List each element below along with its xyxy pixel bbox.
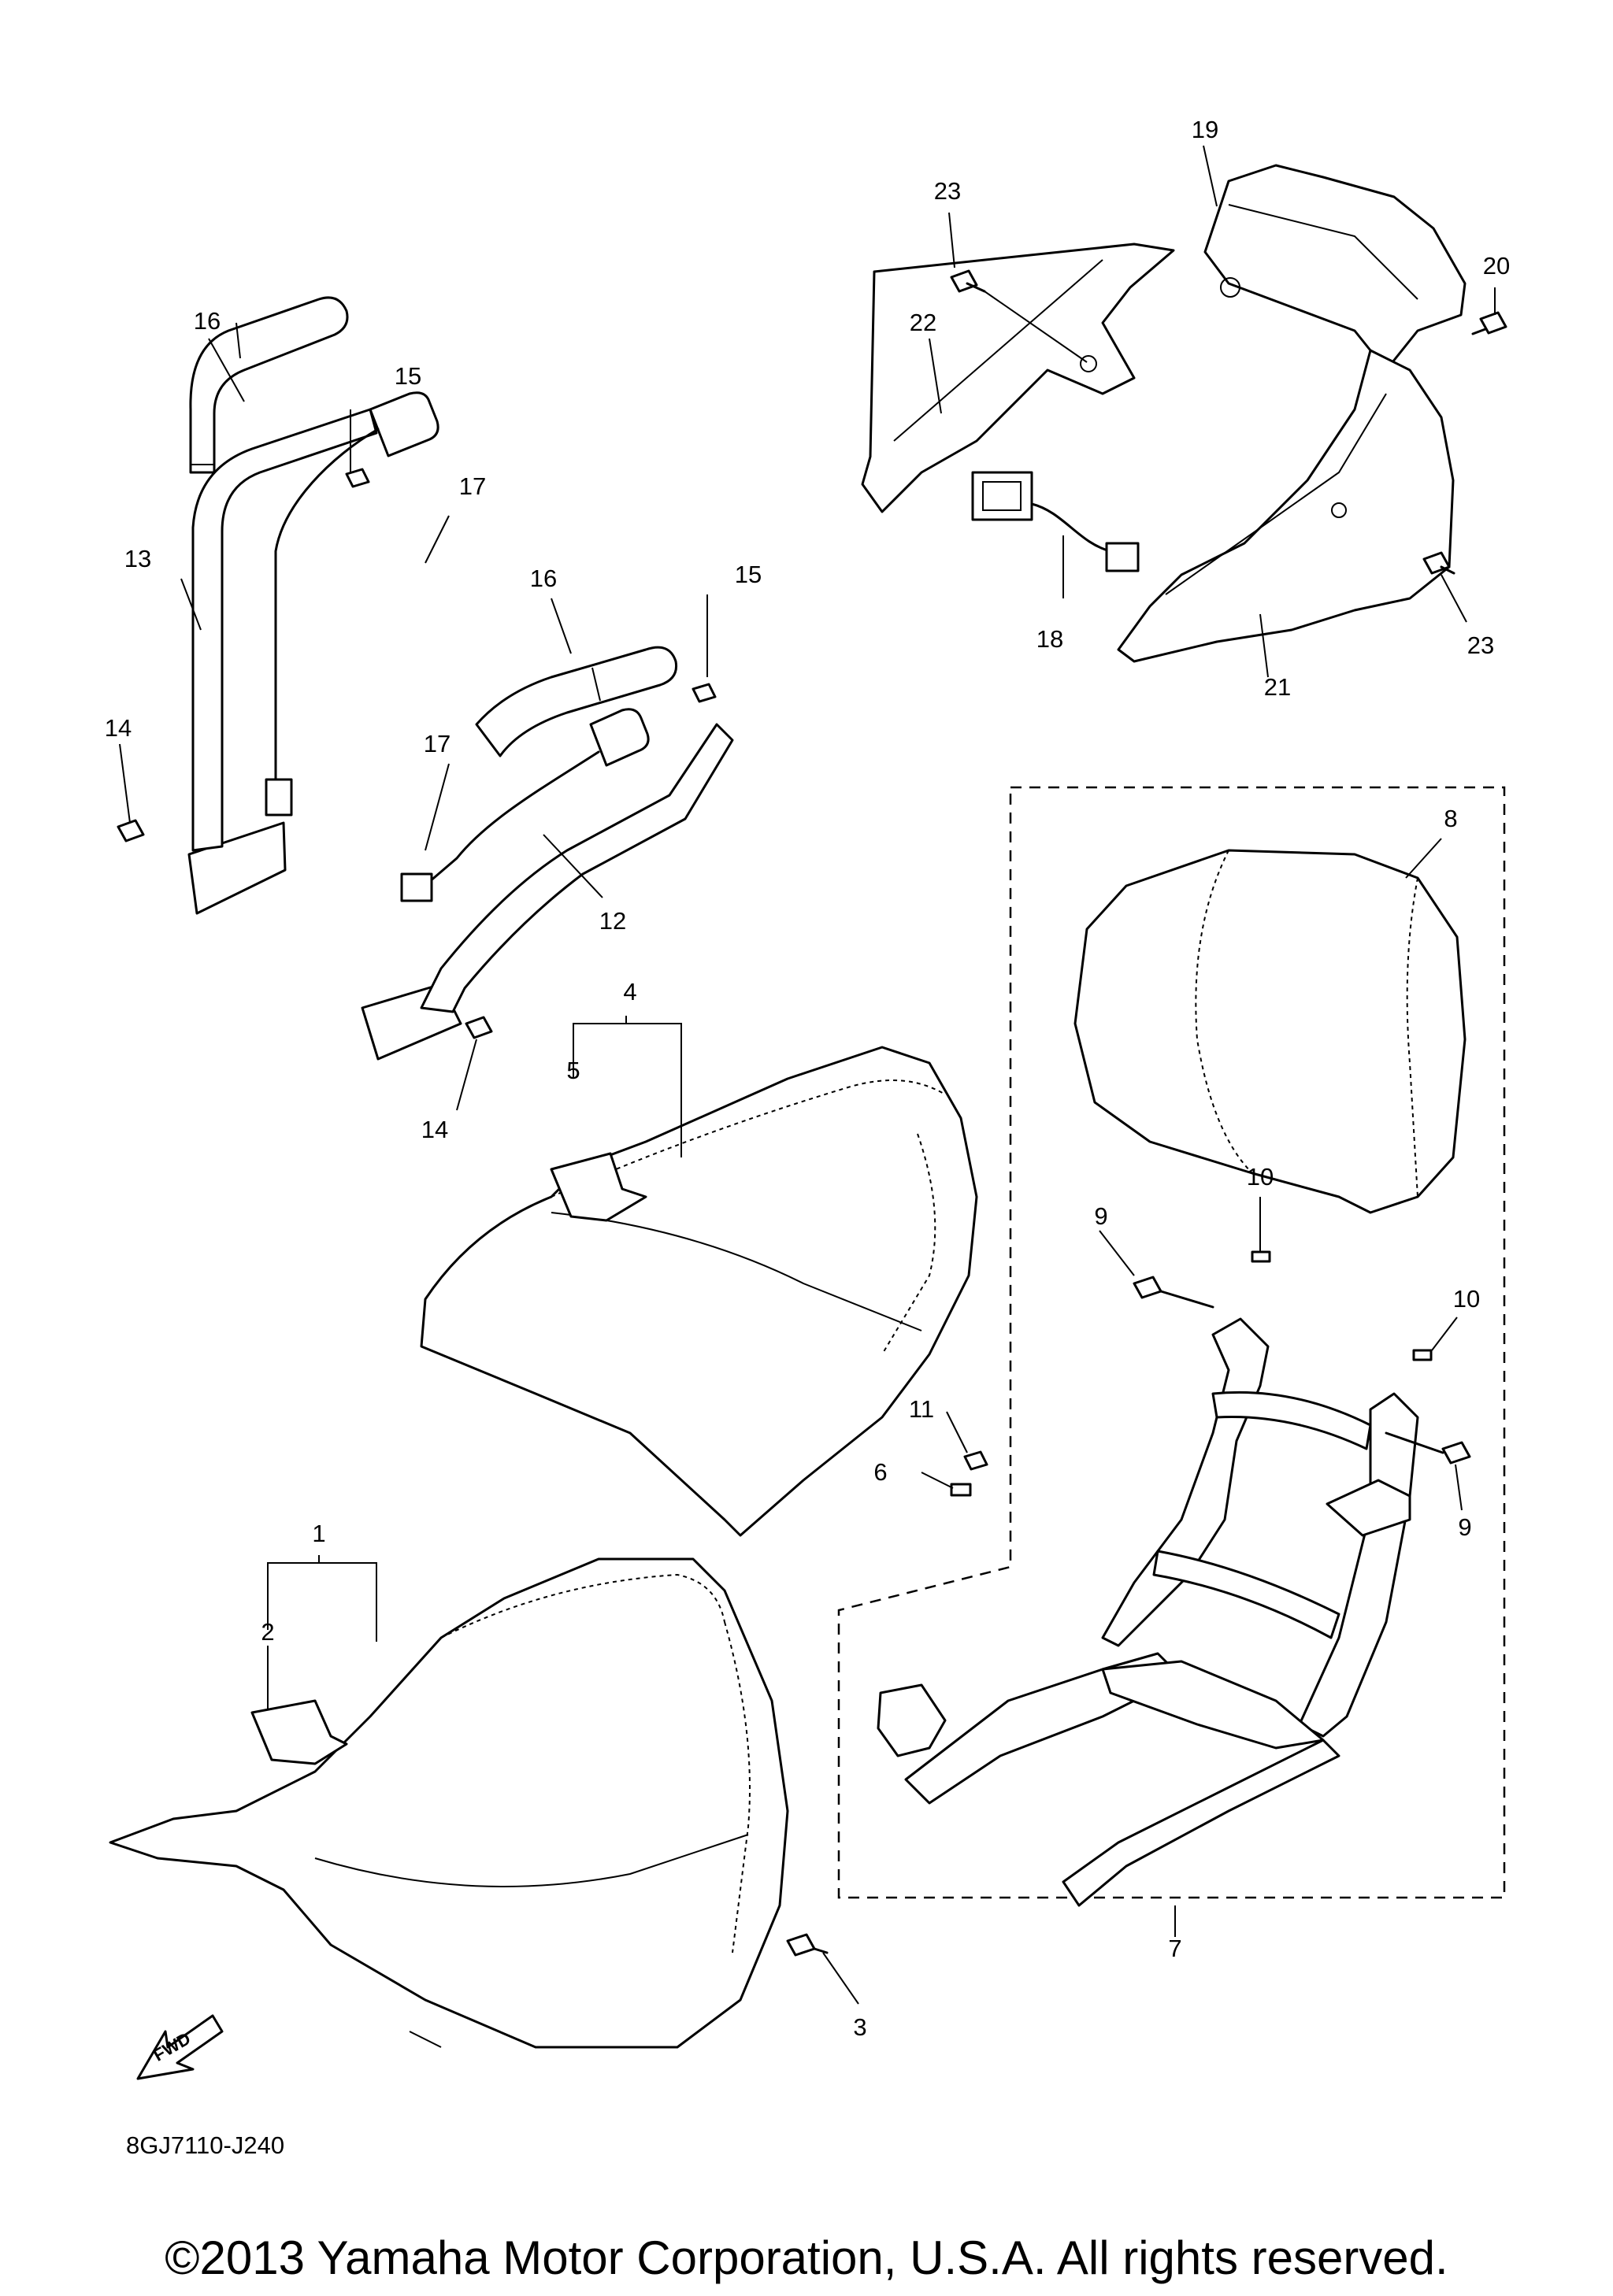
callout-14a: 14: [105, 714, 132, 742]
callout-leaders: [119, 145, 1496, 2005]
callout-21: 21: [1264, 673, 1291, 701]
grab-rail-12: [361, 646, 734, 1061]
callout-16a: 16: [194, 307, 221, 335]
callout-10a: 10: [1247, 1163, 1274, 1191]
wire-17-left: [265, 391, 439, 817]
bolt-3: [786, 1933, 829, 1957]
diagram-code: 8GJ7110-J240: [126, 2131, 284, 2159]
side-cover-19: [1203, 164, 1467, 424]
rider-seat-1: [109, 1557, 789, 2049]
backrest-assembly-box: [837, 786, 1506, 1899]
callout-5: 5: [566, 1057, 580, 1084]
callout-7: 7: [1168, 1935, 1181, 1962]
rider-seat-pad-2: [250, 1699, 348, 1765]
callout-23a: 23: [934, 177, 961, 205]
callout-20: 20: [1483, 252, 1510, 280]
side-cover-22: [861, 243, 1175, 513]
grab-rail-13: [187, 296, 378, 915]
switch-harness-18: [971, 471, 1140, 572]
callout-11: 11: [909, 1395, 934, 1423]
bolts-top-right: [950, 269, 1507, 575]
callout-2: 2: [261, 1618, 274, 1646]
callout-9a: 9: [1094, 1202, 1107, 1230]
callout-12: 12: [599, 907, 626, 935]
callout-16b: 16: [530, 565, 557, 592]
callout-19: 19: [1192, 116, 1218, 143]
callout-13: 13: [124, 545, 151, 572]
passenger-seat-4: [420, 1046, 978, 1537]
callout-17a: 17: [459, 472, 486, 500]
callout-labels: 19 23 22 20 23 18 21 16 15 17 13 14 16 1…: [105, 116, 1510, 2041]
passenger-seat-pad-5: [550, 1152, 647, 1222]
callout-23b: 23: [1467, 631, 1494, 659]
callout-1: 1: [312, 1520, 325, 1547]
fwd-arrow-icon: FWD: [136, 2014, 224, 2080]
backrest-frame-7: [877, 1317, 1419, 1907]
callout-15a: 15: [395, 362, 421, 390]
callout-14b: 14: [421, 1116, 448, 1143]
backrest-8: [1073, 849, 1467, 1214]
callout-15b: 15: [735, 561, 762, 588]
wire-17-center: [400, 708, 650, 902]
fasteners-right: [950, 1250, 1471, 1497]
callout-6: 6: [873, 1458, 887, 1486]
callout-8: 8: [1444, 805, 1457, 832]
callout-22: 22: [910, 309, 936, 336]
bolts-left: [117, 468, 717, 1039]
callout-17b: 17: [424, 730, 451, 757]
callout-3: 3: [853, 2013, 866, 2041]
callout-18: 18: [1036, 625, 1063, 653]
callout-10b: 10: [1453, 1285, 1480, 1313]
copyright-notice: ©2013 Yamaha Motor Corporation, U.S.A. A…: [165, 2231, 1448, 2284]
side-cover-21: [1117, 349, 1455, 663]
callout-4: 4: [623, 978, 636, 1005]
callout-9b: 9: [1458, 1513, 1471, 1541]
